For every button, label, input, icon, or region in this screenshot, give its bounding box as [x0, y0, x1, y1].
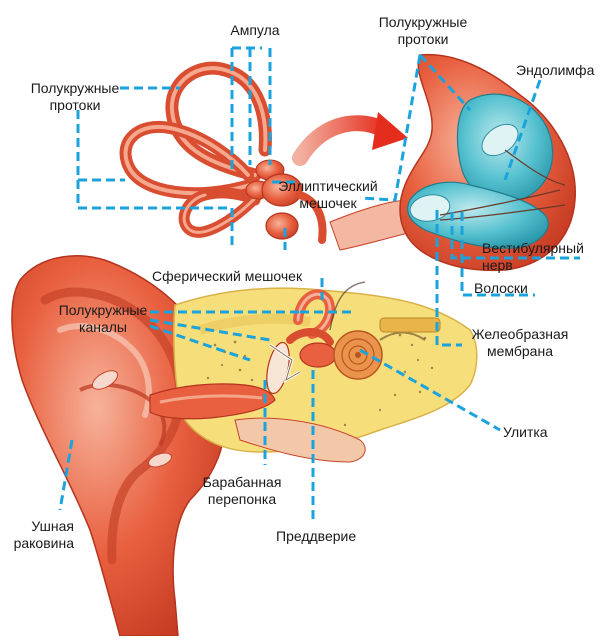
label-gel-membrane: Желеобразная мембрана [471, 326, 569, 359]
zoom-arrow [292, 112, 408, 166]
middle-ear [266, 341, 301, 395]
label-vestibule: Преддверие [276, 528, 357, 544]
label-auricle: Ушная раковина [13, 518, 74, 551]
label-semicircular-canals: Полукружные каналы [58, 302, 148, 335]
auricle [11, 255, 227, 637]
label-semicircular-ducts-left: Полукружные протоки [30, 80, 120, 113]
label-ampula: Ампула [230, 22, 280, 38]
label-vestibular-nerve: Вестибулярный нерв [482, 240, 584, 273]
label-eardrum: Барабанная перепонка [202, 474, 282, 507]
inner-ear-lower [286, 281, 441, 380]
label-hairs: Волоски [474, 280, 528, 296]
label-cochlea: Улитка [503, 424, 548, 440]
label-utricle: Эллиптический мешочек [278, 178, 378, 211]
semicircular-ducts [119, 61, 327, 244]
label-endolymph: Эндолимфа [516, 62, 595, 78]
label-semicircular-ducts-right: Полукружные протоки [378, 14, 468, 47]
label-saccule: Сферический мешочек [152, 268, 303, 284]
leader-lines [58, 46, 580, 520]
